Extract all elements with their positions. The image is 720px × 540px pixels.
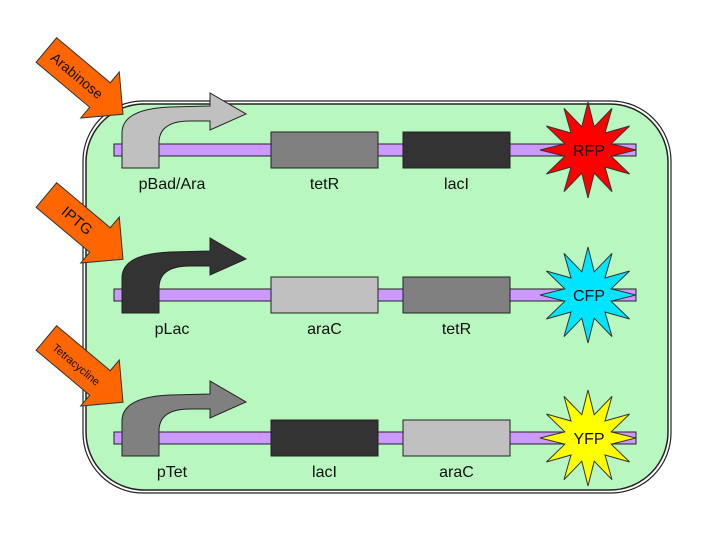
promoter-arrow-icon [121,92,248,169]
gene-araC [402,419,511,457]
gene-label: tetR [442,321,471,338]
promoter-arrow-icon [121,237,248,314]
promoter-label: pTet [157,464,188,481]
inducer-arrow-icon [35,37,124,119]
reporter-label: YFP [573,431,604,448]
gene-lacI [270,419,379,457]
reporter-starburst-icon [539,246,637,344]
promoter-arrow-icon [121,380,248,457]
gene-label: lacI [312,464,337,481]
reporter-label: CFP [573,288,605,305]
gene-lacI [402,131,511,169]
gene-tetR [402,276,511,314]
reporter-starburst-icon [539,101,637,199]
inducer-arrow-icon [35,325,124,407]
promoter-label: pBad/Ara [139,176,206,193]
gene-label: lacI [444,176,469,193]
gene-label: araC [307,321,342,338]
cell-outline-outer [82,100,672,494]
gene-label: araC [439,464,474,481]
reporter-label: RFP [573,143,605,160]
gene-tetR [270,131,379,169]
inducer-arrow-icon [35,182,124,264]
promoter-label: pLac [155,321,190,338]
gene-label: tetR [310,176,339,193]
gene-araC [270,276,379,314]
reporter-starburst-icon [539,389,637,487]
